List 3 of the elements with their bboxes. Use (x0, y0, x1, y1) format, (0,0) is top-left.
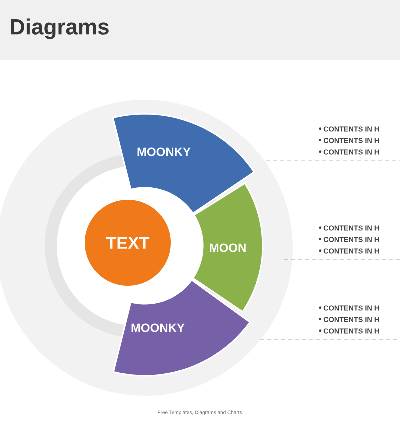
header-bar: Diagrams (0, 0, 400, 60)
pie-segment: MOONKY (112, 279, 252, 377)
leader-line (266, 160, 400, 162)
